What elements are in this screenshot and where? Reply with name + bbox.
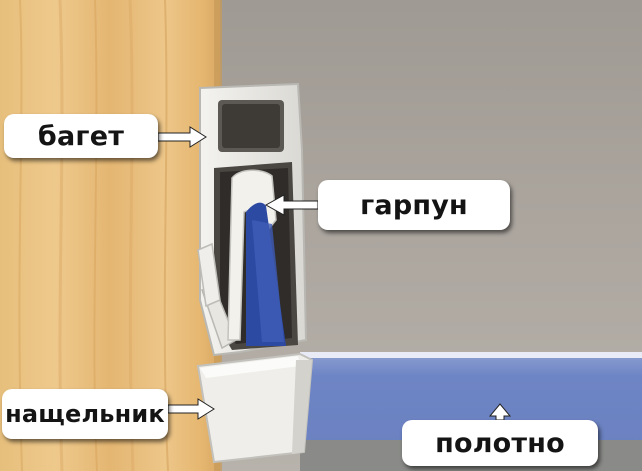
arrow-baget	[157, 126, 207, 148]
cover-strip	[196, 352, 314, 464]
label-baget: багет	[4, 114, 158, 158]
arrow-polotno	[488, 403, 512, 421]
arrow-nashchelnik	[167, 398, 215, 420]
harpoon	[227, 169, 286, 346]
label-nashchelnik: нащельник	[2, 389, 168, 439]
arrow-garpun	[264, 194, 319, 216]
callout-arrows	[157, 126, 512, 421]
label-garpun: гарпун	[318, 180, 510, 230]
label-polotno: полотно	[402, 420, 598, 466]
